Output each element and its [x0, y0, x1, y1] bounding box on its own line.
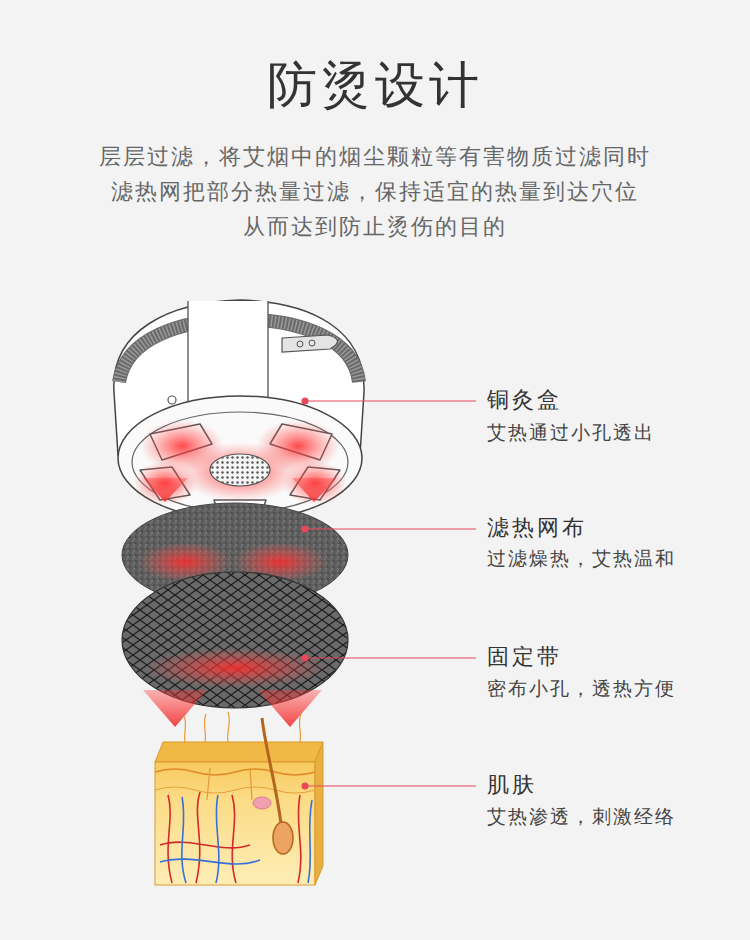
fixing-belt-part [143, 648, 327, 688]
skin-block-part-part [216, 795, 219, 883]
skin-block-part-part [160, 859, 260, 864]
fixing-belt [122, 572, 348, 708]
heat-arrow-part [143, 690, 207, 727]
skin-block-part [155, 762, 315, 885]
part-name: 滤热网布 [487, 514, 587, 543]
heat-arrow-part [143, 478, 188, 502]
part-name: 肌肤 [487, 771, 537, 800]
skin-block-part [315, 742, 323, 885]
skin-block-part-part [168, 795, 172, 883]
skin-block-part [160, 795, 312, 883]
skin-block-part-part [232, 795, 236, 883]
part-note: 密布小孔，透热方便 [487, 676, 676, 701]
heat-arrow [143, 690, 322, 727]
leader-line-part [302, 783, 309, 790]
skin-block-part [155, 769, 315, 775]
skin-block-part-part [207, 768, 210, 800]
skin-block-part-part [299, 714, 301, 742]
skin-block-part [253, 797, 271, 809]
copper-box-part [168, 396, 176, 404]
part-note: 过滤燥热，艾热温和 [487, 546, 676, 571]
skin-block-part [273, 822, 293, 854]
copper-box-part [132, 412, 348, 512]
skin-block-part [184, 712, 301, 742]
skin-block-part-part [250, 768, 252, 800]
description: 层层过滤，将艾烟中的烟尘颗粒等有害物质过滤同时 滤热网把部分热量过滤，保持适宜的… [75, 139, 675, 244]
leader-line-part [302, 398, 309, 405]
skin-block-part-part [196, 792, 200, 883]
skin-block-part-part [298, 795, 301, 883]
fixing-belt-part [122, 572, 348, 708]
skin-block-part-part [160, 842, 250, 848]
skin-block-part-part [184, 716, 186, 742]
page-title: 防烫设计 [0, 55, 750, 115]
copper-box-part [309, 340, 315, 346]
heat-arrow-part [292, 478, 337, 502]
copper-box-part [118, 396, 362, 520]
skin-block [155, 712, 323, 885]
skin-block-part [155, 787, 315, 793]
copper-box-part [133, 420, 347, 505]
leader-line-part [302, 526, 309, 533]
copper-box-part [210, 454, 270, 486]
heat-arrow-part [258, 690, 322, 727]
skin-block-part [155, 742, 323, 762]
leader-line-part [305, 400, 476, 401]
skin-block-part-part [228, 712, 230, 742]
heat-arrow [143, 478, 337, 502]
leader-line-part [305, 657, 476, 658]
skin-block-part [262, 718, 282, 832]
part-note: 艾热渗透，刺激经络 [487, 804, 676, 829]
skin-block-part-part [308, 800, 312, 883]
part-note: 艾热通过小孔透出 [487, 420, 655, 445]
copper-box-part-part [178, 442, 302, 502]
skin-block-part-part [204, 714, 206, 742]
leader-line-part [305, 785, 476, 786]
part-name: 固定带 [487, 643, 562, 672]
leader-line-part [302, 655, 309, 662]
leader-line-part [305, 528, 476, 529]
copper-box-part [188, 301, 268, 412]
leader-line [302, 398, 477, 790]
part-name: 铜灸盒 [487, 386, 562, 415]
copper-box-part [297, 341, 303, 347]
copper-box-part [282, 335, 338, 352]
copper-box [114, 300, 364, 520]
skin-block-part [207, 768, 252, 800]
skin-block-part-part [182, 797, 186, 883]
